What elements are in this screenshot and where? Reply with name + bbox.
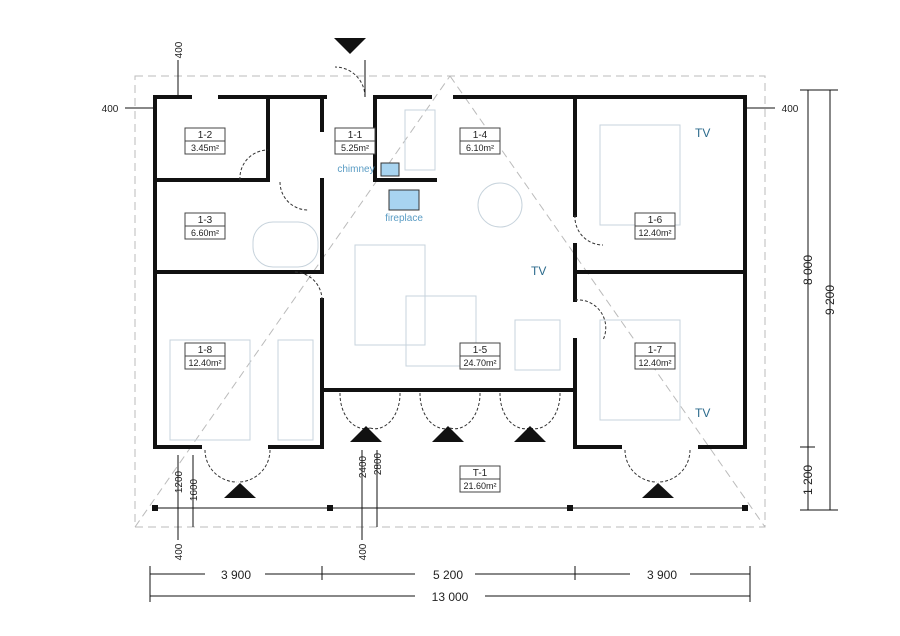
walls (153, 95, 747, 449)
room-label-1-6: 1-6 12.40m² (634, 212, 676, 240)
furniture (169, 109, 681, 441)
room-label-1-1: 1-1 5.25m² (334, 127, 376, 155)
room-id: 1-4 (473, 130, 488, 141)
room-id: 1-3 (198, 215, 213, 226)
chimney-label: chimney (337, 164, 374, 175)
room-id: 1-2 (198, 130, 213, 141)
room-label-1-5: 1-5 24.70m² (459, 342, 501, 370)
fireplace-fixture (388, 189, 420, 211)
dim-offset-top: 400 (174, 41, 185, 58)
dim-house-depth: 8 000 (801, 255, 815, 285)
dim-terrace-2400: 2400 (358, 455, 369, 478)
tv-label: TV (531, 264, 546, 278)
room-id: 1-1 (348, 130, 363, 141)
dim-terrace-2800: 2800 (373, 452, 384, 475)
dim-offset-bottom-left: 400 (174, 543, 185, 560)
dim-right: 3 900 (647, 568, 677, 582)
room-label-1-7: 1-7 12.40m² (634, 342, 676, 370)
entrance-arrows (224, 38, 674, 498)
room-area: 6.60m² (191, 228, 219, 238)
room-area: 5.25m² (341, 143, 369, 153)
roof-ridge-line (134, 75, 451, 528)
dim-offset-bottom-center: 400 (358, 543, 369, 560)
room-id: T-1 (473, 468, 488, 479)
room-id: 1-7 (648, 345, 663, 356)
room-area: 6.10m² (466, 143, 494, 153)
dim-terrace-1200: 1200 (174, 470, 185, 493)
room-area: 12.40m² (638, 228, 671, 238)
room-area: 21.60m² (463, 481, 496, 491)
dim-left: 3 900 (221, 568, 251, 582)
dim-terrace-depth: 1 200 (801, 465, 815, 495)
room-area: 24.70m² (463, 358, 496, 368)
room-label-1-4: 1-4 6.10m² (459, 127, 501, 155)
room-label-1-2: 1-2 3.45m² (184, 127, 226, 155)
room-label-t-1: T-1 21.60m² (459, 465, 501, 493)
fireplace-label: fireplace (385, 213, 423, 224)
room-id: 1-5 (473, 345, 488, 356)
dim-offset-left: 400 (102, 104, 119, 115)
room-area: 12.40m² (188, 358, 221, 368)
tv-label: TV (695, 126, 710, 140)
room-label-1-8: 1-8 12.40m² (184, 342, 226, 370)
room-id: 1-6 (648, 215, 663, 226)
dim-total-width: 13 000 (432, 590, 469, 604)
room-area: 12.40m² (638, 358, 671, 368)
chimney-fixture (380, 162, 400, 177)
room-area: 3.45m² (191, 143, 219, 153)
terrace-posts (152, 505, 748, 511)
roof-ridge-line (449, 75, 766, 528)
dim-offset-right: 400 (782, 104, 799, 115)
dim-total-depth: 9 200 (823, 285, 837, 315)
room-id: 1-8 (198, 345, 213, 356)
dim-center: 5 200 (433, 568, 463, 582)
dim-terrace-1600: 1600 (189, 478, 200, 501)
room-label-1-3: 1-3 6.60m² (184, 212, 226, 240)
roof-outline (134, 75, 766, 528)
tv-label: TV (695, 406, 710, 420)
